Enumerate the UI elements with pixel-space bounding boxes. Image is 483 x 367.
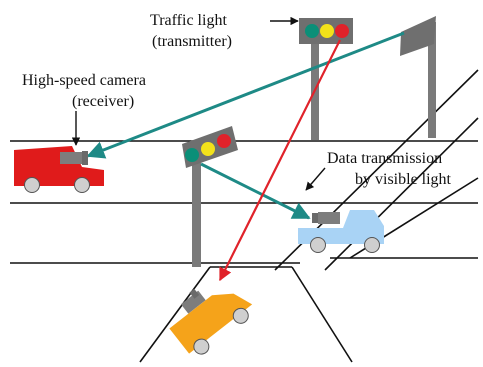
- label-camera-line1: High-speed camera: [22, 72, 146, 89]
- beam-light-to-blue-car: [200, 162, 311, 220]
- blue-car-icon: [298, 210, 384, 253]
- label-traffic-light-line2: (transmitter): [152, 33, 232, 50]
- red-car-icon: [14, 146, 104, 193]
- label-camera-line2: (receiver): [72, 93, 134, 110]
- diagonal-road-line-2: [324, 117, 479, 271]
- beam-sign-to-red-car: [86, 31, 405, 159]
- lower-road-right-edge: [291, 266, 353, 363]
- lower-road-left-edge: [139, 266, 211, 363]
- camera-icon: [60, 152, 82, 164]
- label-data-line2: by visible light: [355, 171, 452, 188]
- camera-icon: [318, 212, 340, 224]
- road-sign-icon: [400, 16, 436, 138]
- beam-top-light-to-orange-car: [219, 39, 341, 282]
- traffic-light-top-icon: [299, 18, 353, 140]
- pointer-arrow-data-transmission: [305, 167, 326, 191]
- label-traffic-light-line1: Traffic light: [150, 12, 227, 29]
- road-lines: [10, 69, 479, 363]
- traffic-light-front-icon: [182, 126, 238, 267]
- label-data-line1: Data transmission: [327, 150, 442, 167]
- camera-icon: [180, 290, 206, 314]
- orange-car-icon: [169, 288, 253, 355]
